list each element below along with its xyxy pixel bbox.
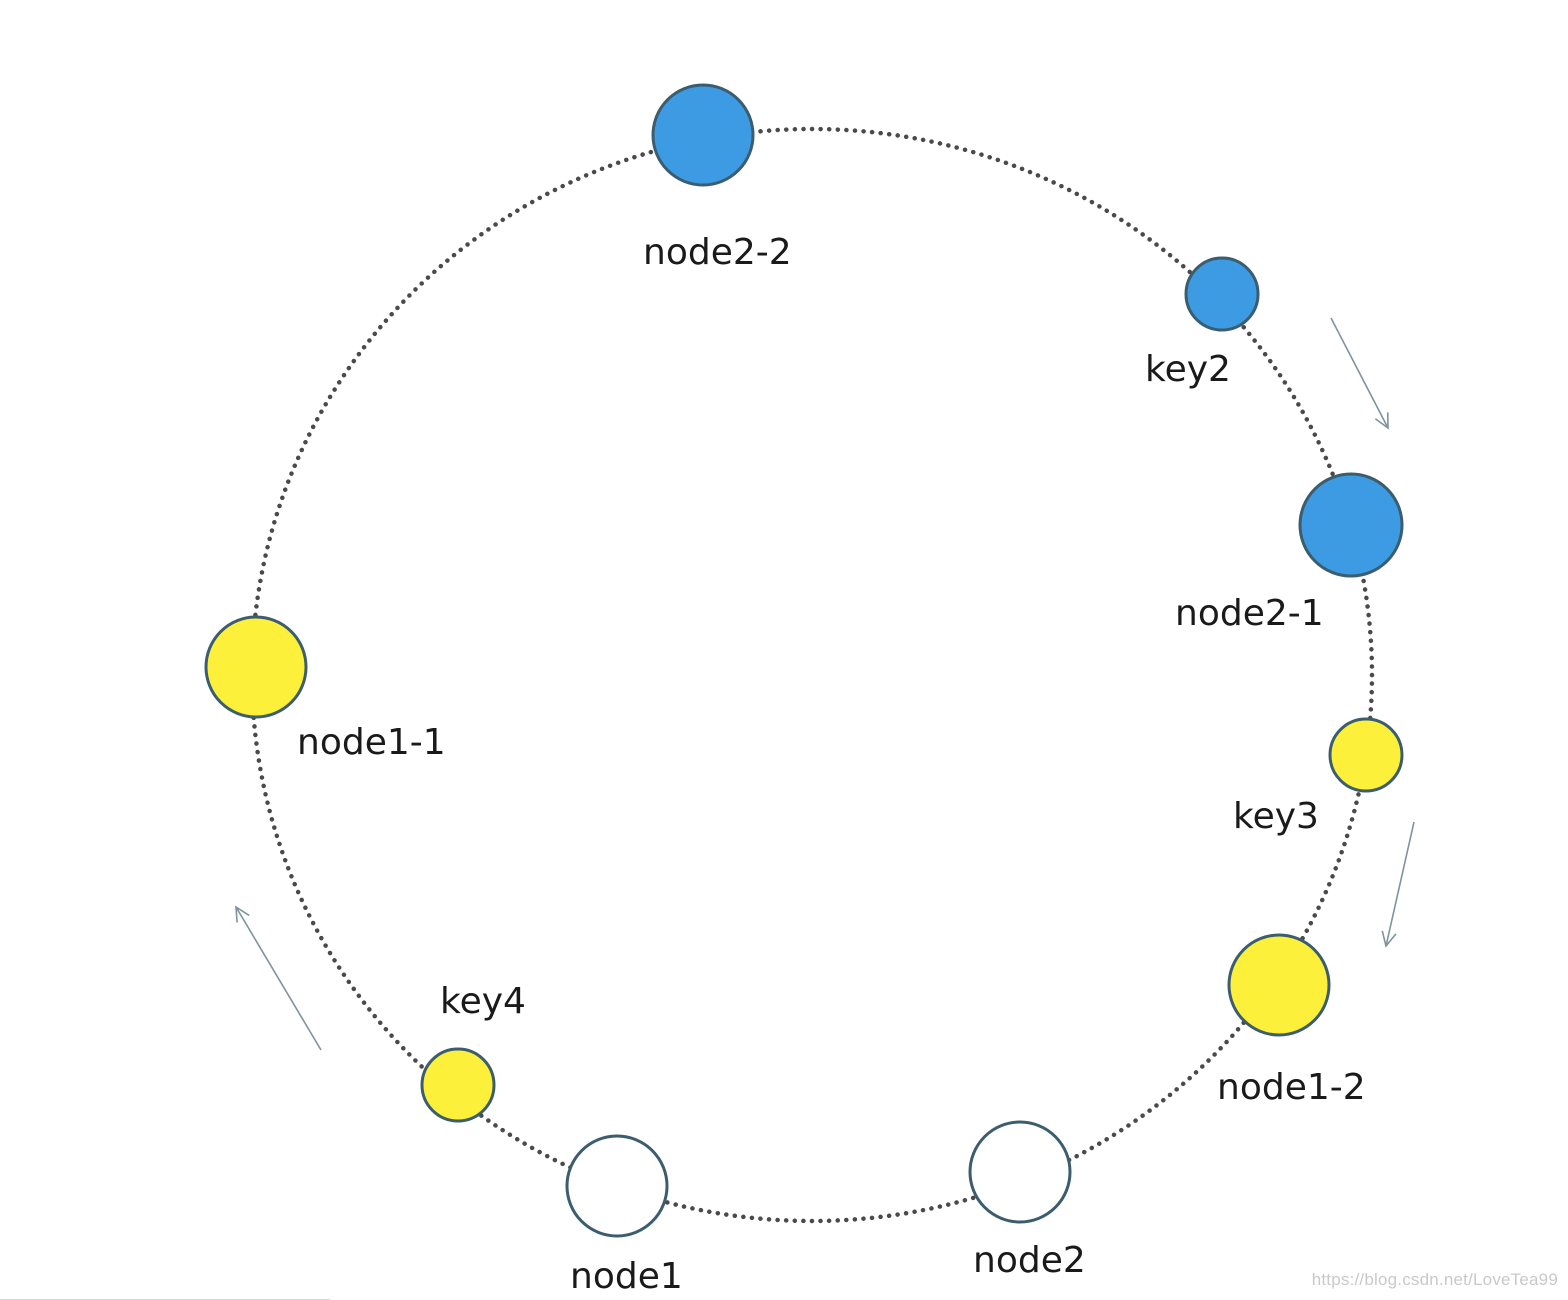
node2-label: node2 — [973, 1240, 1086, 1281]
node2-1-label: node2-1 — [1175, 593, 1324, 634]
arrow-key3-to-node1-2 — [1381, 821, 1415, 948]
arrow-key2-to-node2-1 — [1330, 317, 1389, 430]
node2-2-circle — [651, 83, 755, 187]
key2-label: key2 — [1145, 349, 1231, 390]
node1-circle — [565, 1134, 669, 1238]
node1-2-circle — [1227, 933, 1331, 1037]
key3-label: key3 — [1233, 796, 1319, 837]
node2-1-circle — [1298, 472, 1404, 578]
node1-1-label: node1-1 — [297, 722, 446, 763]
node1-2-label: node1-2 — [1217, 1067, 1366, 1108]
key3-circle — [1328, 717, 1404, 793]
key4-label: key4 — [440, 981, 526, 1022]
node2-circle — [968, 1120, 1072, 1224]
node2-2-label: node2-2 — [643, 232, 792, 273]
key4-circle — [420, 1047, 496, 1123]
key2-circle — [1184, 256, 1260, 332]
node-labels: node2-2 key2 node2-1 key3 node1-2 node2 … — [297, 232, 1366, 1297]
direction-arrows — [235, 317, 1415, 1051]
watermark-text: https://blog.csdn.net/LoveTea99 — [1311, 1270, 1558, 1289]
arrow-key4-to-node1-1 — [235, 905, 322, 1051]
node1-label: node1 — [570, 1256, 683, 1297]
node1-1-circle — [204, 615, 308, 719]
ring-nodes — [204, 83, 1404, 1238]
